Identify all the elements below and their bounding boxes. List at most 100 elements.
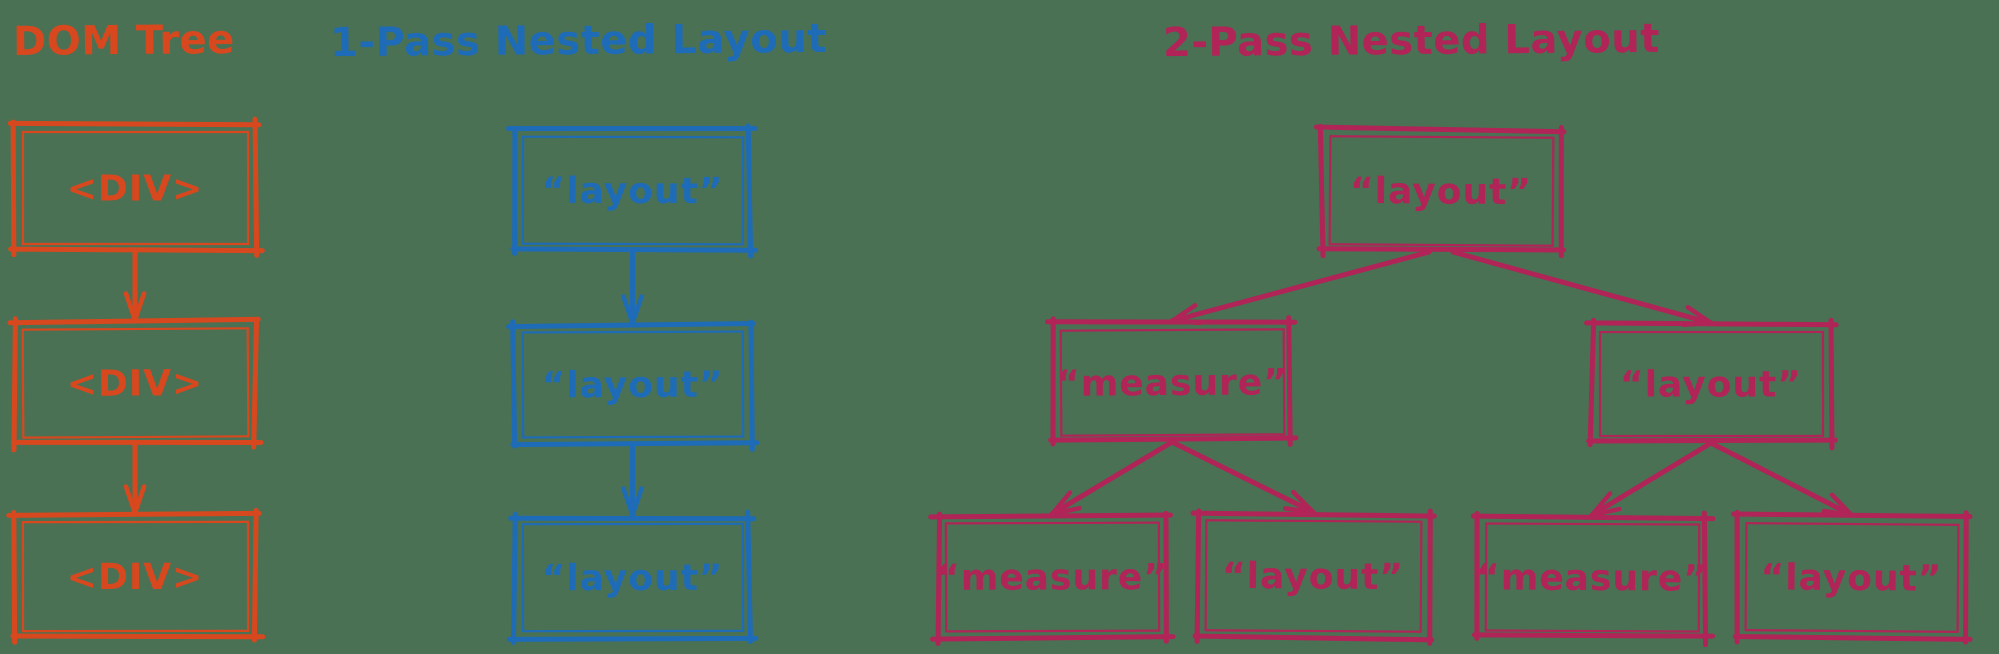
node-label: “layout” (1620, 364, 1802, 405)
arrowhead-icon (630, 294, 644, 326)
node-box-edge (506, 320, 756, 330)
edge-line (1450, 249, 1714, 326)
section-one-pass: “layout” “layout” “layout” (506, 123, 760, 646)
node-label: “layout” (1760, 557, 1942, 599)
tree-node-l1: “layout” (506, 123, 759, 259)
node-box-edge (1474, 511, 1480, 641)
node-label: <DIV> (67, 363, 204, 405)
node-box-edge (10, 119, 17, 258)
arrowhead-icon (1282, 506, 1316, 515)
edge-line (1589, 440, 1714, 518)
node-box-edge (1471, 632, 1715, 639)
node-box-edge (1192, 633, 1435, 643)
arrowhead-icon (621, 294, 635, 326)
node-box-edge (510, 319, 518, 449)
node-box-edge (1828, 317, 1835, 451)
node-box-edge (930, 634, 1176, 642)
node-box-edge (745, 509, 753, 645)
node-box-edge (935, 511, 943, 646)
arrowhead-icon (1291, 489, 1316, 515)
tree-node-m1a: “measure” (928, 510, 1176, 646)
node-box-inner-stroke (1598, 330, 1825, 438)
tree-node-div2: <DIV> (7, 316, 264, 453)
tree-node-div3: <DIV> (6, 507, 266, 645)
node-box-inner-stroke (521, 522, 745, 633)
node-box-inner-stroke (521, 330, 745, 439)
node-box-edge (928, 512, 1174, 520)
edge-line (1169, 439, 1316, 515)
node-box-edge (7, 120, 262, 128)
node-box-edge (748, 319, 755, 452)
arrowhead-icon (1589, 506, 1622, 518)
arrowhead-icon (1049, 490, 1073, 517)
tree-node-m1b: “layout” (1190, 508, 1437, 646)
node-box-edge (1586, 437, 1838, 444)
node-box-edge (506, 125, 758, 132)
node-box-edge (1732, 634, 1973, 642)
tree-node-l3: “layout” (506, 509, 759, 646)
node-box-edge (1286, 315, 1293, 447)
node-box-edge (10, 439, 264, 445)
node-label: <DIV> (67, 557, 204, 598)
node-box-edge (1316, 246, 1567, 253)
node-box-edge (1050, 316, 1056, 447)
section-two-pass: “layout” “measure” “layout” “measure” “layou… (928, 123, 1973, 648)
node-box-edge (251, 316, 260, 450)
node-box-edge (745, 123, 754, 259)
arrowhead-icon (1049, 505, 1082, 517)
tree-node-div1: <DIV> (7, 116, 265, 258)
node-box-inner-stroke (1744, 522, 1960, 633)
arrowhead-icon (132, 291, 147, 323)
node-box-inner-stroke (21, 130, 250, 246)
node-box-edge (510, 440, 760, 448)
node-label: “measure” (1476, 557, 1708, 599)
tree-node-r1b: “layout” (1731, 509, 1973, 645)
node-box-inner-stroke (21, 520, 250, 633)
node-box-edge (1190, 510, 1437, 519)
arrowhead-icon (621, 486, 635, 518)
node-box-edge (10, 633, 266, 640)
node-box-edge (1194, 508, 1202, 644)
node-box-edge (1470, 513, 1716, 522)
node-label: “measure” (1056, 362, 1288, 404)
node-box-inner-stroke (944, 521, 1161, 633)
node-box-inner-stroke (521, 135, 745, 246)
node-box-edge (1584, 320, 1839, 328)
section-dom-tree: <DIV> <DIV> <DIV> (6, 116, 266, 645)
node-box-edge (506, 635, 759, 642)
arrowhead-icon (132, 484, 147, 516)
node-box-edge (1313, 124, 1567, 135)
node-box-edge (1317, 123, 1326, 259)
edge-line (1169, 249, 1432, 324)
node-box-edge (8, 246, 265, 254)
node-box-edge (1734, 509, 1740, 645)
node-box-inner-stroke (1059, 328, 1286, 437)
node-box-inner-stroke (1204, 519, 1423, 633)
arrowhead-icon (123, 291, 138, 323)
node-box-edge (1045, 319, 1298, 325)
tree-node-r1a: “measure” (1470, 510, 1716, 648)
node-label: “measure” (936, 557, 1168, 599)
node-label: “layout” (541, 365, 723, 407)
node-label: “layout” (542, 558, 724, 599)
node-box-edge (11, 316, 18, 453)
node-label: “layout” (541, 171, 723, 212)
arrowhead-icon (1589, 491, 1613, 518)
arrowhead-icon (123, 484, 138, 516)
edge-line (1049, 439, 1175, 517)
node-box-edge (11, 510, 18, 645)
arrowhead-icon (630, 486, 644, 518)
node-box-edge (510, 511, 518, 646)
tree-node-r1: “layout” (1584, 317, 1839, 451)
node-box-edge (1731, 511, 1973, 520)
node-box-edge (510, 246, 759, 253)
node-label: “layout” (1222, 556, 1404, 598)
node-box-edge (251, 507, 259, 643)
node-box-edge (7, 316, 261, 326)
node-box-edge (1558, 125, 1564, 259)
node-box-inner-stroke (1484, 522, 1701, 633)
tree-node-m1: “measure” (1045, 315, 1299, 447)
node-box-edge (508, 515, 757, 522)
